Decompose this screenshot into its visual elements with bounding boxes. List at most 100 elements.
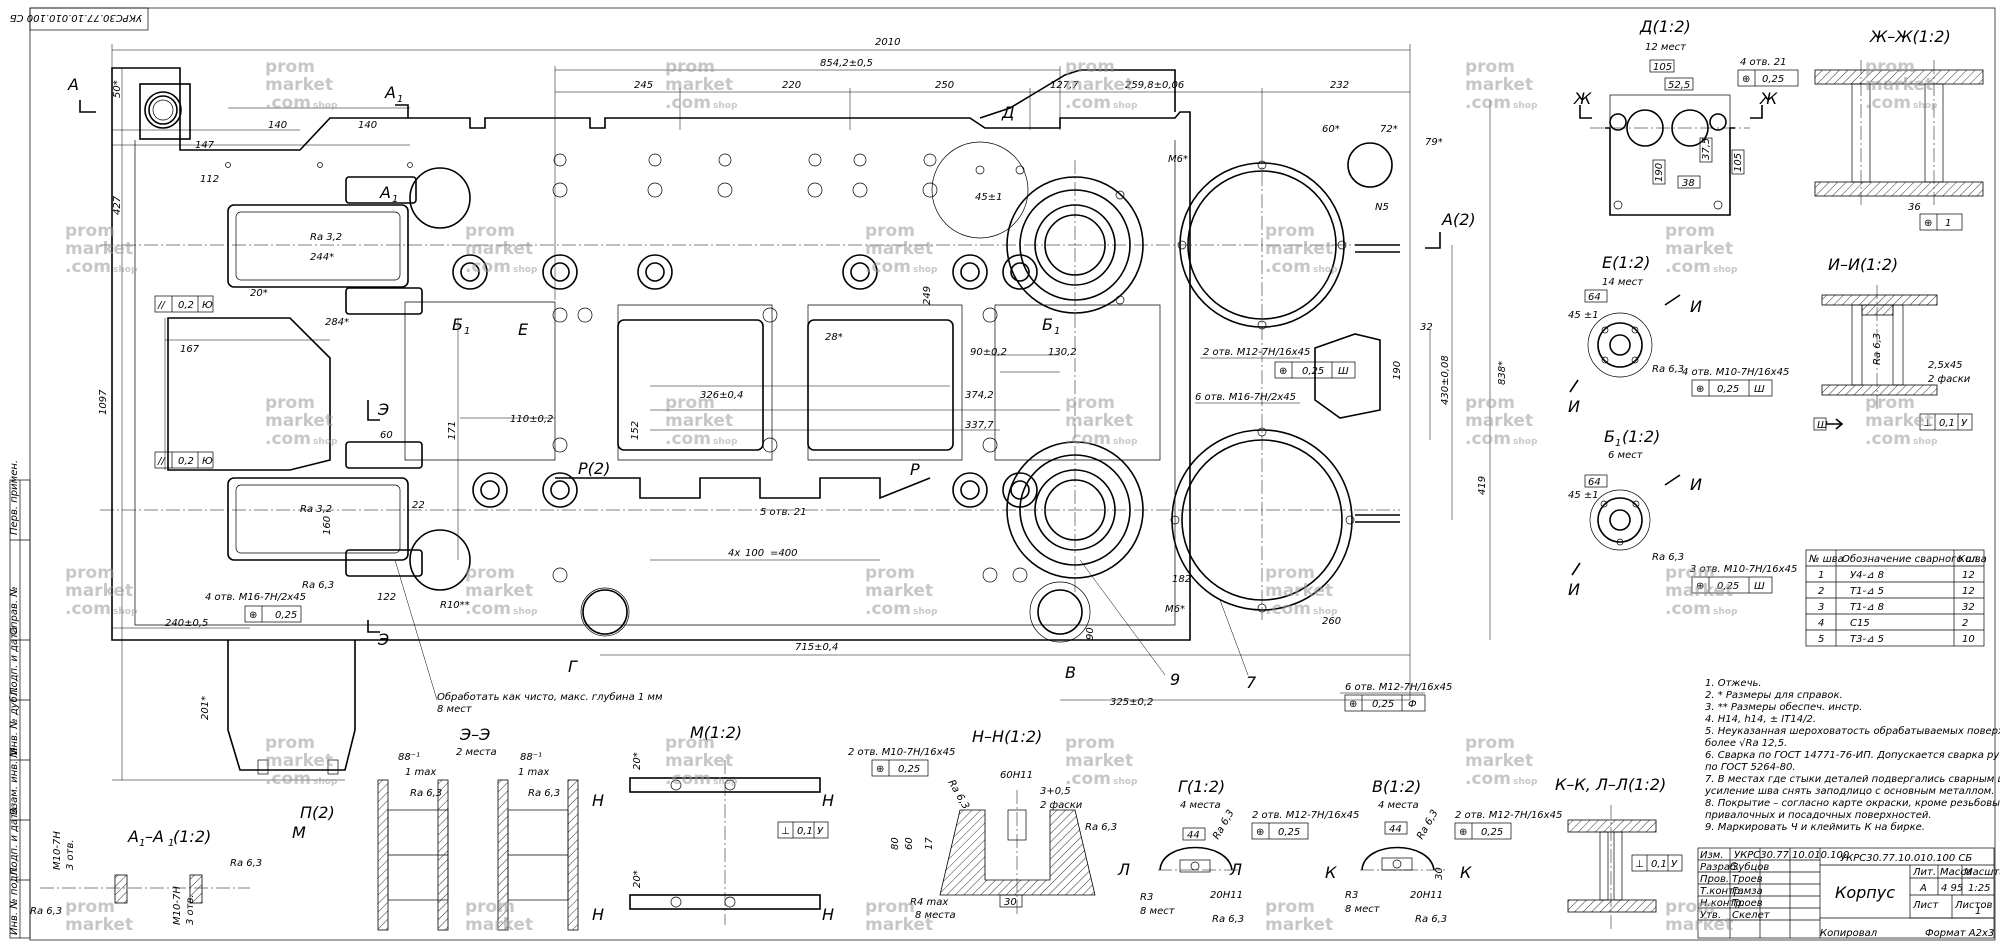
svg-text:⊕: ⊕ (1256, 827, 1264, 838)
note-8b: привалочных и посадочных поверхностей. (1705, 810, 1932, 821)
svg-text:45±1: 45±1 (975, 192, 1002, 203)
view-m: М(1:2) 20* 20* Н Н Н Н ⊥ 0,1 У (592, 723, 834, 925)
svg-text:8 мест: 8 мест (1345, 904, 1381, 915)
svg-text:245: 245 (634, 80, 653, 91)
svg-text:22: 22 (412, 500, 425, 511)
weld-header-qty: Кол. (1958, 554, 1981, 565)
body-top-bar (1080, 69, 1176, 112)
svg-text:shop: shop (913, 607, 938, 617)
svg-text:.com: .com (1465, 429, 1511, 449)
svg-text:(1:2): (1:2) (173, 827, 211, 846)
label-P: Р (910, 460, 920, 479)
svg-text:В(1:2): В(1:2) (1372, 777, 1421, 796)
weld-row-1-qty: 12 (1962, 570, 1975, 581)
svg-text:244*: 244* (310, 252, 334, 263)
svg-text:60*: 60* (1322, 124, 1340, 135)
weld-row-2-qty: 12 (1962, 586, 1975, 597)
svg-text:Троев: Троев (1732, 898, 1763, 909)
tolerance-frame-4: ⊕ 0,25 Ш (1274, 361, 1356, 379)
svg-text:⊥: ⊥ (1635, 859, 1644, 870)
weld-row-5-qty: 10 (1962, 634, 1975, 645)
view-b1: Б 1 (1:2) 6 мест 64 45 ±1 Ra 6,3 3 отв. … (1568, 427, 1797, 599)
svg-text:0,25: 0,25 (1717, 581, 1739, 592)
svg-text:1: 1 (392, 194, 398, 205)
svg-text:Н: Н (822, 791, 834, 810)
tb-docnum: УКРС30.77.10.010.100 (1734, 850, 1849, 861)
svg-text:Н: Н (592, 791, 604, 810)
svg-text:4 отв. 21: 4 отв. 21 (1740, 57, 1786, 68)
svg-text:.com: .com (665, 93, 711, 113)
svg-text:market: market (665, 75, 733, 95)
svg-text:32: 32 (1420, 322, 1433, 333)
svg-text:122: 122 (377, 592, 396, 603)
svg-text:М(1:2): М(1:2) (690, 723, 742, 742)
svg-text:127,7: 127,7 (1050, 80, 1079, 91)
svg-text:20Н11: 20Н11 (1210, 890, 1243, 901)
note-3: 3. ** Размеры обеспеч. инстр. (1705, 701, 1862, 713)
svg-text:3 отв.: 3 отв. (185, 894, 196, 925)
window-upper (227, 204, 409, 288)
svg-text:shop: shop (1113, 101, 1138, 111)
svg-text:2 отв. М12-7Н/16х45: 2 отв. М12-7Н/16х45 (1203, 347, 1310, 358)
svg-text:prom: prom (1465, 393, 1515, 413)
svg-text:.com: .com (665, 429, 711, 449)
svg-text:167: 167 (180, 344, 200, 355)
svg-text:80: 80 (890, 837, 901, 850)
svg-text:prom: prom (1665, 221, 1715, 241)
note-5: 5. Неуказанная шероховатость обрабатывае… (1705, 725, 2000, 737)
body-outline (111, 67, 1191, 641)
svg-text:К–К, Л–Л(1:2): К–К, Л–Л(1:2) (1555, 775, 1666, 794)
label-B1-left: Б (452, 315, 463, 334)
svg-text:28*: 28* (825, 332, 843, 343)
dim-2010: 2010 (875, 37, 900, 48)
svg-text:prom: prom (465, 897, 515, 917)
tb-mass: 4 95 (1941, 883, 1963, 894)
svg-text:shop: shop (713, 437, 738, 447)
svg-text:=400: =400 (770, 548, 797, 559)
svg-text:1097: 1097 (98, 389, 109, 415)
svg-text:Ж: Ж (1759, 89, 1778, 108)
svg-text:prom: prom (265, 393, 315, 413)
svg-text:Ш: Ш (1817, 420, 1828, 431)
svg-text:1: 1 (168, 838, 174, 849)
svg-text:2,5х45: 2,5х45 (1928, 360, 1963, 371)
margin-label-4: Инв. № дубл. (8, 687, 20, 755)
svg-text:shop: shop (1913, 101, 1938, 111)
svg-text:260: 260 (1322, 616, 1341, 627)
stamp-top-box (29, 7, 149, 31)
svg-text:0,25: 0,25 (898, 764, 920, 775)
svg-text:prom: prom (665, 57, 715, 77)
svg-text:N5: N5 (1375, 202, 1389, 213)
svg-text:prom: prom (65, 563, 115, 583)
svg-text:market: market (1665, 915, 1733, 935)
svg-text:Ra 3,2: Ra 3,2 (310, 232, 342, 243)
label-E-section-top: Э (377, 400, 389, 419)
callout-circle-v (1029, 581, 1091, 643)
svg-text:И–И(1:2): И–И(1:2) (1828, 255, 1898, 274)
svg-text:prom: prom (1065, 57, 1115, 77)
svg-text:90±0,2: 90±0,2 (970, 347, 1007, 358)
svg-text:220: 220 (782, 80, 801, 91)
svg-text:A: A (127, 827, 139, 846)
svg-text:.com: .com (65, 257, 111, 277)
svg-text:100: 100 (745, 548, 764, 559)
svg-text:shop: shop (1113, 777, 1138, 787)
svg-text:6 отв. М12-7Н/16х45: 6 отв. М12-7Н/16х45 (1345, 682, 1452, 693)
callout-7: 7 (1246, 673, 1257, 692)
svg-text:326±0,4: 326±0,4 (700, 390, 743, 401)
note-1: 1. Отжечь. (1705, 678, 1762, 689)
svg-text:М10-7Н: М10-7Н (52, 831, 63, 870)
svg-text:.com: .com (665, 769, 711, 789)
label-B1-right: Б (1042, 315, 1053, 334)
margin-label-7: Инв. № подл. (9, 866, 20, 935)
svg-text:М10-7Н: М10-7Н (172, 886, 183, 925)
svg-text:market: market (465, 581, 533, 601)
tb-sheets-label: Листов (1954, 900, 1992, 911)
callout-circle-d (931, 141, 1029, 239)
svg-text:20*: 20* (250, 288, 268, 299)
svg-text:Ra 6,3: Ra 6,3 (1415, 808, 1441, 841)
svg-text:shop: shop (1313, 265, 1338, 275)
svg-text:Ra 6,3: Ra 6,3 (945, 778, 971, 811)
weld-row-3-qty: 32 (1962, 602, 1975, 613)
